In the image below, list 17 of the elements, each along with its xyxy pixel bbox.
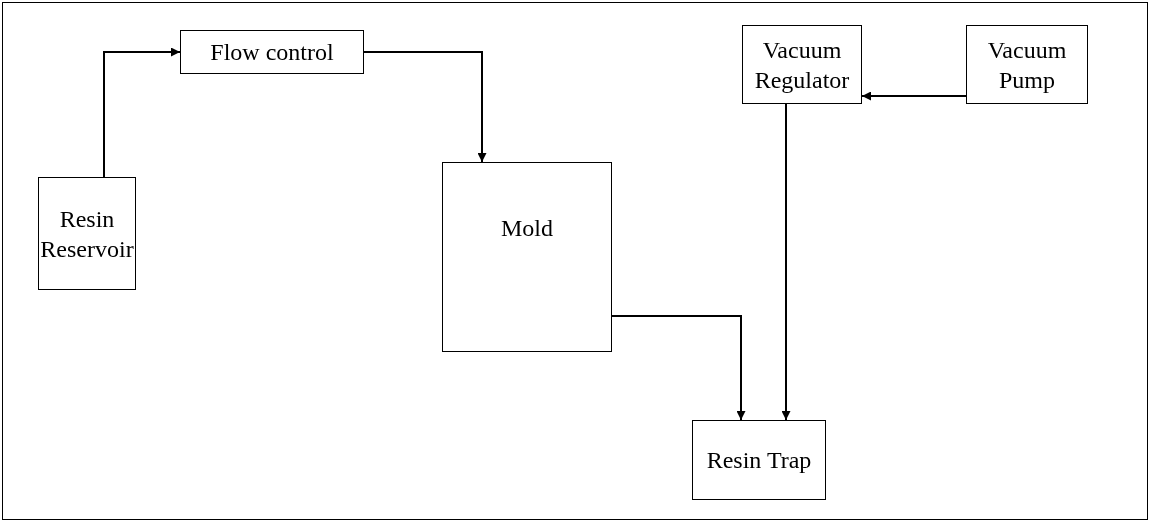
box-label: Flow control (210, 38, 334, 67)
arrow (611, 315, 746, 421)
process-box (180, 30, 364, 74)
process-box (692, 420, 826, 500)
box-label: Vacuum Pump (986, 35, 1068, 95)
arrow (781, 103, 791, 421)
box-label: Vacuum Regulator (753, 35, 851, 95)
arrow (861, 91, 967, 101)
process-box (966, 25, 1088, 104)
process-box (742, 25, 862, 104)
box-label: Mold (501, 214, 553, 243)
arrow (363, 51, 487, 163)
arrow (103, 47, 181, 178)
box-label: Resin Trap (706, 446, 812, 475)
process-box (442, 162, 612, 352)
box-label: Resin Reservoir (39, 204, 135, 264)
process-box (38, 177, 136, 290)
